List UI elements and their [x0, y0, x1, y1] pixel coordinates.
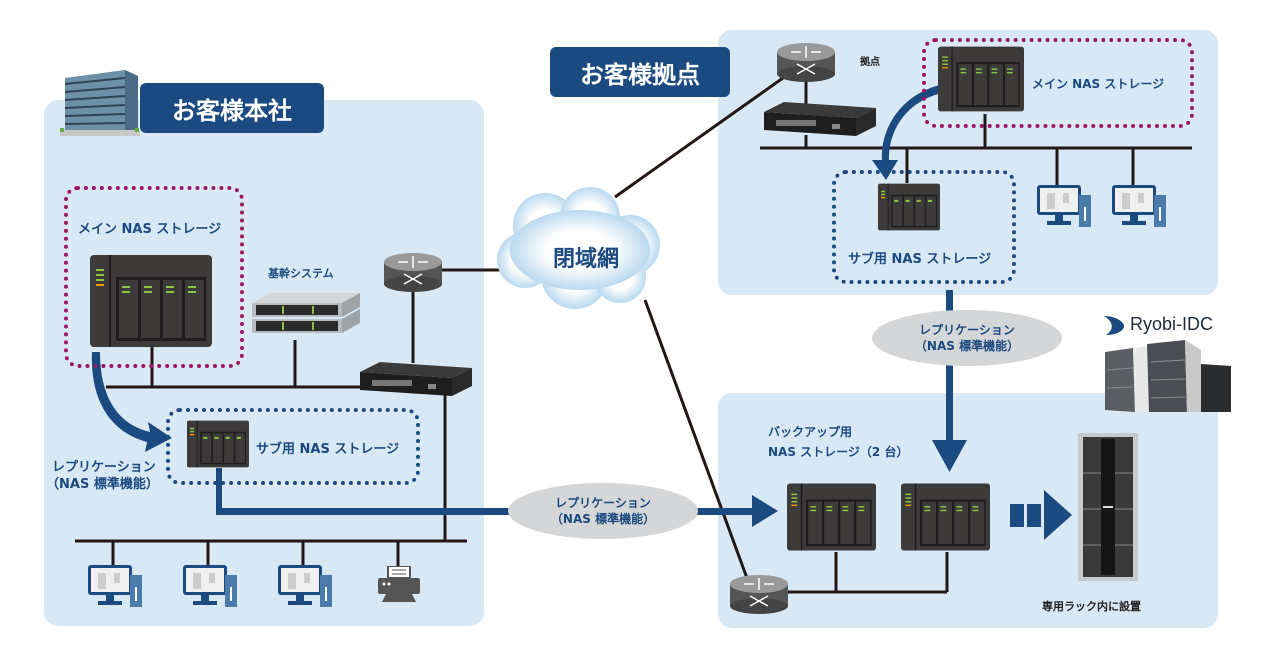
pc-icon: [1037, 185, 1091, 227]
cloud-to-branch-line: [614, 71, 791, 199]
closed-network-label: 閉域網: [553, 247, 620, 272]
branch-curved-arrow: [872, 85, 942, 180]
hq-curved-arrow: [91, 352, 172, 452]
branch-switch-icon: [764, 102, 876, 136]
hq-replication-label-line1: レプリケーション: [52, 460, 156, 475]
dc-router-icon: [730, 575, 788, 614]
down-arrow: [932, 440, 967, 472]
branch-sub-nas-group: [832, 170, 1016, 284]
replication-center-line2: （NAS 標準機能）: [550, 512, 656, 526]
rack-arrow-bar-2: [1027, 504, 1041, 527]
pc-icon: [1112, 185, 1166, 227]
branch-sub-nas-label: サブ用 NAS ストレージ: [848, 252, 992, 267]
pc-icon: [278, 565, 332, 607]
branch-main-nas-group: [922, 38, 1194, 128]
hq-sub-nas-group: [166, 408, 420, 485]
replication-ellipse-center: レプリケーション （NAS 標準機能）: [508, 483, 698, 539]
replication-right-line2: （NAS 標準機能）: [914, 339, 1020, 353]
rack-label: 専用ラック内に設置: [1042, 600, 1141, 613]
backup-nas-label-line2: NAS ストレージ（2 台）: [768, 445, 909, 459]
hq-router-icon: [384, 253, 442, 292]
ryobi-idc-brand: Ryobi-IDC: [1130, 314, 1214, 334]
core-system-label: 基幹システム: [268, 267, 334, 280]
replication-right-line1: レプリケーション: [919, 323, 1015, 337]
core-system-server-icon: [252, 293, 360, 333]
cloud-to-dc-line: [643, 299, 757, 601]
branch-main-nas-label: メイン NAS ストレージ: [1032, 77, 1165, 91]
hq-switch-icon: [360, 362, 472, 396]
ryobi-idc-logo-icon: [1104, 316, 1124, 335]
hq-replication-label-line2: （NAS 標準機能）: [46, 477, 159, 492]
branch-main-nas-icon: [938, 46, 1024, 112]
hq-sub-nas-icon: [187, 420, 249, 468]
printer-icon: [378, 566, 420, 602]
hq-replication-path: [216, 468, 510, 515]
replication-ellipse-right: レプリケーション （NAS 標準機能）: [872, 310, 1062, 366]
dc-replication-arrow: [695, 495, 778, 527]
office-building-icon: [60, 70, 140, 136]
hq-sub-nas-label: サブ用 NAS ストレージ: [256, 442, 400, 457]
replication-center-line1: レプリケーション: [555, 496, 651, 510]
backup-nas-icon-2: [901, 483, 990, 551]
branch-router-icon: [777, 43, 835, 82]
branch-title: お客様拠点: [550, 47, 730, 97]
closed-network-cloud-icon: [497, 187, 660, 309]
backup-nas-icon-1: [787, 483, 876, 551]
server-rack-icon: [1078, 433, 1138, 581]
headquarters-title: お客様本社: [140, 83, 324, 133]
hq-main-nas-group: [64, 186, 244, 368]
branch-sub-nas-icon: [878, 183, 940, 231]
rack-arrow-head: [1044, 490, 1072, 540]
rack-arrow-bar-1: [1010, 504, 1024, 527]
pc-icon: [183, 565, 237, 607]
branch-router-label: 拠点: [860, 57, 880, 68]
hq-main-nas-label: メイン NAS ストレージ: [78, 222, 222, 237]
backup-nas-label-line1: バックアップ用: [768, 425, 853, 439]
pc-icon: [88, 565, 142, 607]
datacenter-building-icon: [1105, 340, 1231, 412]
hq-main-nas-icon: [90, 255, 212, 347]
